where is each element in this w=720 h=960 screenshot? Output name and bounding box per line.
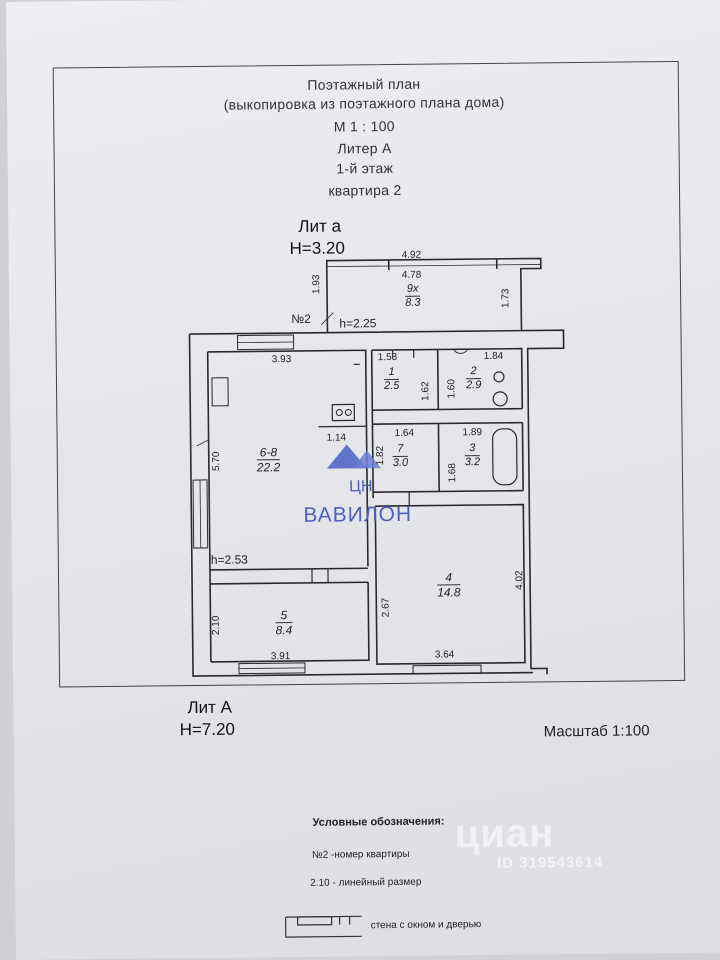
dim-label: 4.78: [401, 269, 422, 281]
legend-wall-symbol: [284, 915, 362, 938]
apartment-number: №2: [291, 311, 311, 327]
agency-logo-short: ЦН: [349, 478, 373, 496]
dim-label: 3.64: [434, 649, 455, 661]
dim-label: 1.73: [500, 288, 512, 309]
dim-label: 1.93: [311, 274, 323, 295]
dim-label: 1.68: [447, 463, 459, 483]
dim-label: 4.92: [401, 249, 422, 261]
dim-label: 4.02: [514, 570, 526, 590]
dim-label: 5.70: [210, 451, 223, 472]
dim-label: 2.10: [210, 615, 222, 636]
document-sheet: Поэтажный план (выкопировка из поэтажног…: [6, 0, 720, 960]
cian-watermark-id: ID 319543614: [496, 853, 604, 872]
dim-label: 1.14: [326, 432, 347, 444]
dim-label: 1.53: [377, 351, 398, 364]
dim-label: 2.67: [380, 597, 392, 618]
legend-wall: стена с окном и дверью: [370, 919, 482, 932]
cian-watermark: циан: [454, 811, 555, 857]
dim-label: 3.93: [271, 354, 292, 366]
ceiling-height-annex: h=2.25: [339, 316, 377, 331]
dim-label: 1.89: [462, 427, 483, 439]
dim-label: 1.64: [394, 427, 415, 439]
dim-label: 3.91: [270, 651, 291, 663]
legend-title: Условные обозначения:: [312, 815, 445, 829]
footer-scale: Масштаб 1:100: [543, 722, 650, 741]
legend-apartment: №2 -номер квартиры: [311, 848, 410, 861]
dim-label: 1.62: [420, 381, 432, 401]
floor-plan-drawing: [188, 257, 565, 677]
legend-dimension: 2.10 - линейный размер: [310, 876, 422, 889]
dim-label: 1.60: [446, 379, 458, 399]
agency-logo-name: ВАВИЛОН: [303, 502, 413, 527]
ceiling-height-main: h=2.53: [210, 552, 248, 567]
dim-label: 1.82: [374, 445, 387, 466]
dim-label: 1.84: [483, 350, 504, 363]
